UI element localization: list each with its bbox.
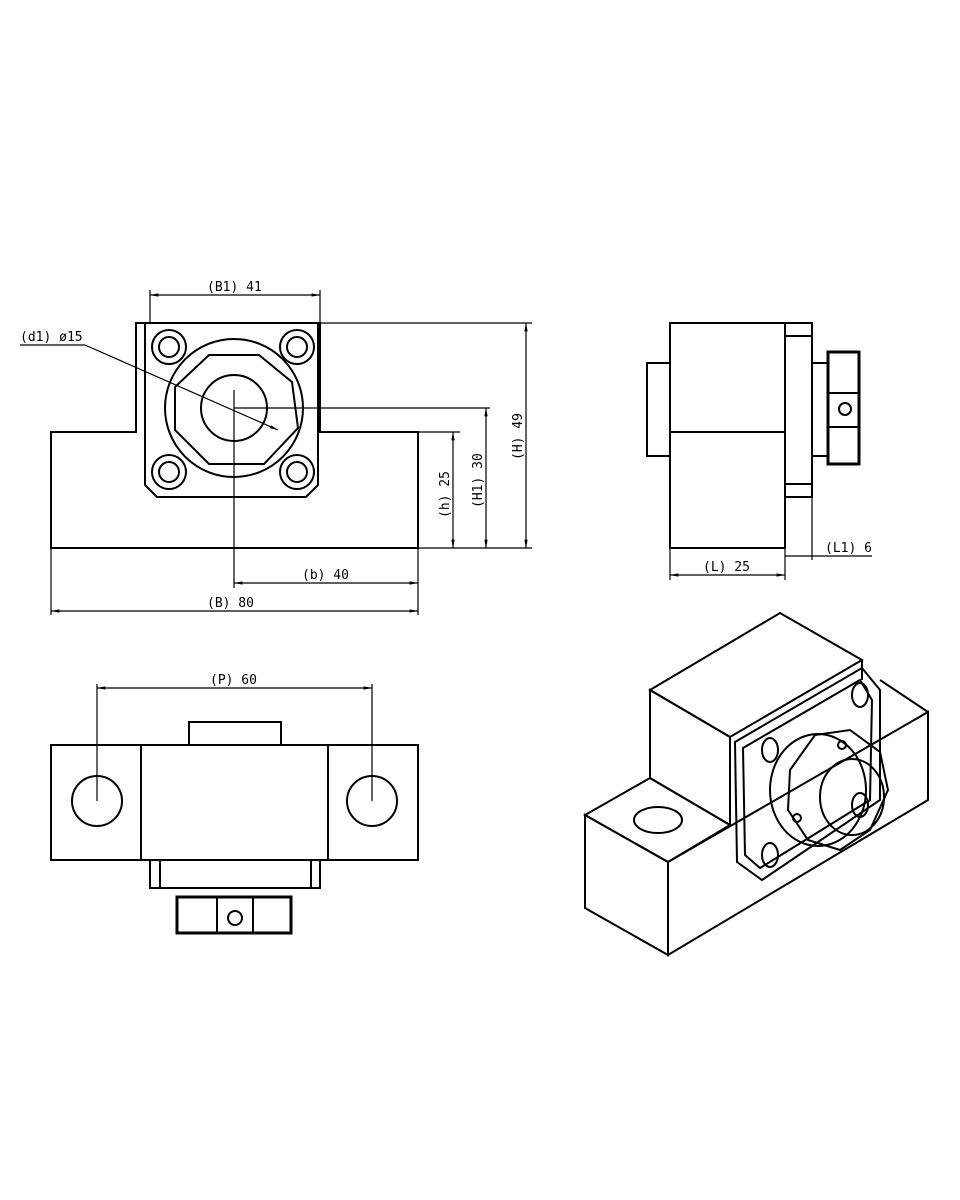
dim-l1: (L1) 6: [825, 541, 872, 556]
front-flange: [144, 322, 319, 498]
dim-h: (h) 25: [438, 471, 453, 518]
dim-b1: (B1) 41: [207, 280, 262, 295]
iso-base-right-face: [667, 710, 929, 957]
front-view: (d1) ø15 (B1) 41 (H) 49 (H1) 30 (h) 25 (…: [20, 280, 532, 615]
side-flange: [784, 322, 813, 498]
side-view: (L) 25 (L1) 6: [646, 322, 872, 580]
dim-b-half: (b) 40: [302, 568, 349, 583]
lock-nut-octagon: [174, 354, 300, 465]
bottom-body: [50, 744, 419, 861]
iso-upper-top-face: [648, 611, 864, 739]
iso-lock-nut: [786, 728, 890, 852]
iso-flange: [733, 666, 881, 882]
iso-housing-ring: [769, 733, 867, 847]
front-body-outline: [50, 322, 419, 549]
iso-step-top: [582, 776, 732, 864]
iso-shaft-bore: [819, 758, 885, 836]
iso-base-front-face: [584, 813, 669, 957]
bolt-holes: [151, 329, 315, 490]
dim-l: (L) 25: [703, 560, 750, 575]
dim-h1: (H1) 30: [471, 453, 486, 508]
dim-d1: (d1) ø15: [20, 330, 83, 345]
dim-b: (B) 80: [207, 596, 254, 611]
set-screw-hole: [838, 402, 852, 416]
bottom-view: (P) 60: [50, 673, 419, 935]
dim-p: (P) 60: [210, 673, 257, 688]
isometric-view: [582, 611, 929, 957]
bottom-lock-nut: [175, 895, 293, 935]
iso-mounting-hole: [633, 806, 683, 834]
side-body: [669, 322, 786, 549]
side-rear-boss: [646, 362, 671, 457]
dim-h-total: (H) 49: [511, 413, 526, 460]
iso-upper-front-face: [649, 688, 731, 827]
d1-leader: [84, 344, 279, 431]
side-lock-nut: [826, 350, 861, 466]
